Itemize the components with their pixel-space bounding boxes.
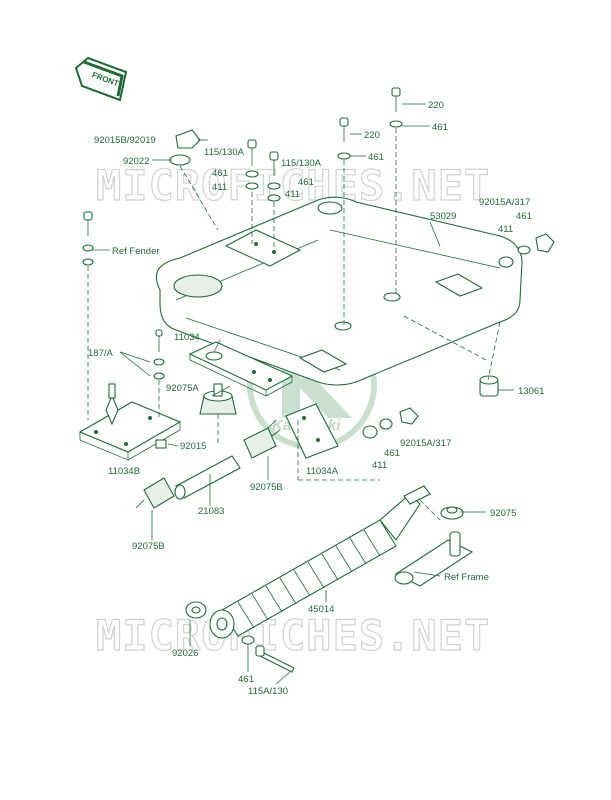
label-53029: 53029 — [430, 211, 456, 222]
nut-92015b — [169, 129, 201, 166]
label-461-c: 461 — [384, 448, 400, 459]
nut-92015 — [155, 439, 167, 449]
label-115-130a-left: 115/130A — [204, 147, 245, 158]
label-11034b: 11034B — [108, 466, 140, 477]
label-461-b: 461 — [298, 177, 314, 188]
part-labels: 92015B/92019 92022 115/130A 115/130A 461… — [88, 100, 544, 697]
label-92075b-upper: 92075B — [250, 482, 283, 493]
watermark-bottom: MICROFICHES.NET — [96, 611, 490, 660]
rod-21083 — [174, 455, 241, 500]
label-220-top: 220 — [428, 100, 444, 111]
bolts-115-130a — [245, 139, 281, 202]
label-13061: 13061 — [518, 386, 544, 397]
label-220-mid: 220 — [364, 130, 380, 141]
seat-base-plate — [155, 196, 523, 386]
collar-13061 — [479, 375, 499, 397]
label-115-130a-right: 115/130A — [281, 158, 322, 169]
leader-lines — [92, 103, 514, 685]
rubber-92075 — [440, 506, 464, 520]
label-411-a: 411 — [212, 182, 227, 193]
label-461-mid: 461 — [368, 152, 384, 163]
label-92075a: 92075A — [166, 383, 199, 394]
label-11034a: 11034A — [306, 466, 339, 477]
bushing-92026 — [185, 601, 207, 619]
label-411-right: 411 — [498, 224, 513, 235]
label-45014: 45014 — [308, 604, 334, 615]
bracket-11034b — [78, 383, 182, 461]
label-187a: 187/A — [88, 348, 113, 359]
fender-bolt — [82, 211, 94, 266]
frame-bracket — [394, 531, 474, 587]
nuts-92015a-bottom — [362, 407, 419, 439]
label-92015a-317-right: 92015A/317 — [479, 197, 530, 208]
label-461-a: 461 — [212, 168, 228, 179]
label-ref-fender: Ref Fender — [112, 246, 160, 257]
alignment-lines — [87, 128, 501, 521]
label-21083: 21083 — [198, 506, 224, 517]
label-92015: 92015 — [180, 441, 206, 452]
label-11034: 11034 — [174, 332, 200, 343]
nuts-92015a-right — [498, 233, 555, 268]
label-92075b-lower: 92075B — [132, 541, 165, 552]
bolt-220-mid — [337, 117, 351, 160]
label-461-right: 461 — [516, 211, 532, 222]
front-arrow: FRONT — [74, 56, 128, 102]
label-411-b: 411 — [285, 189, 300, 200]
rubber-mount-92075b-lower — [135, 477, 175, 509]
label-92015a-317-bottom: 92015A/317 — [400, 438, 451, 449]
label-411-c: 411 — [372, 460, 387, 471]
label-92026: 92026 — [172, 648, 198, 659]
shock-absorber-45014 — [209, 485, 431, 639]
label-115a-130: 115A/130 — [248, 686, 288, 697]
rubber-mount-92075b-upper — [243, 419, 281, 459]
label-461-top: 461 — [432, 122, 448, 133]
label-92075: 92075 — [490, 508, 516, 519]
label-92022: 92022 — [123, 156, 149, 167]
bolt-220-top — [389, 87, 403, 128]
bolt-187a — [153, 329, 165, 380]
watermark-top: MICROFICHES.NET — [96, 161, 490, 210]
plate-11034a — [285, 403, 339, 459]
bolt-115a-130 — [241, 635, 295, 673]
rubber-mount-92075a — [199, 383, 237, 415]
label-461-d: 461 — [238, 674, 254, 685]
label-ref-frame: Ref Frame — [444, 572, 489, 583]
bracket-11034 — [188, 341, 294, 397]
label-92015b-92019: 92015B/92019 — [94, 135, 156, 146]
